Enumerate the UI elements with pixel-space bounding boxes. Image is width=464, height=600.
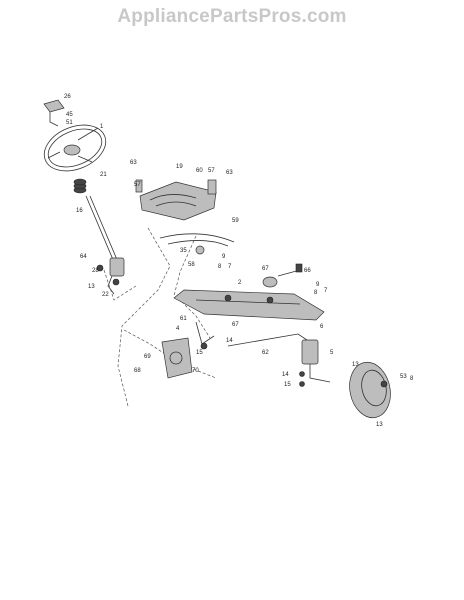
callout: 67 (262, 266, 269, 272)
callouts: 26 45 51 1 21 16 64 28 13 22 63 57 19 60… (64, 94, 414, 428)
callout: 2 (238, 280, 242, 286)
sector-gear (159, 233, 235, 255)
watermark: AppliancePartsPros.com (117, 6, 347, 27)
steering-plate (161, 337, 193, 379)
callout: 68 (134, 368, 141, 374)
callout: 19 (176, 164, 183, 170)
spindle (299, 339, 331, 387)
callout: 7 (324, 288, 328, 294)
callout: 21 (100, 172, 107, 178)
front-wheel (349, 361, 391, 419)
callout: 63 (226, 170, 233, 176)
steering-bracket (135, 179, 217, 221)
callout: 53 (400, 374, 407, 380)
callout: 45 (66, 112, 73, 118)
callout: 66 (304, 268, 311, 274)
callout: 61 (180, 316, 187, 322)
callout: 57 (208, 168, 215, 174)
callout: 15 (284, 382, 291, 388)
steering-wheel (43, 124, 107, 172)
callout: 69 (144, 354, 151, 360)
callout: 15 (196, 350, 203, 356)
callout: 59 (232, 218, 239, 224)
callout: 64 (80, 254, 87, 260)
callout: 14 (282, 372, 289, 378)
callout: 63 (130, 160, 137, 166)
callout: 28 (92, 268, 99, 274)
callout: 70 (192, 368, 199, 374)
callout: 60 (196, 168, 203, 174)
front-axle (173, 289, 325, 321)
callout: 13 (352, 362, 359, 368)
callout: 16 (76, 208, 83, 214)
callout: 13 (88, 284, 95, 290)
steering-shaft (85, 195, 119, 263)
axle-pivot-bolt (262, 263, 303, 288)
callout: 62 (262, 350, 269, 356)
callout: 1 (100, 124, 104, 130)
callout: 51 (66, 120, 73, 126)
callout: 8 (218, 264, 222, 270)
callout: 22 (102, 292, 109, 298)
callout: 14 (226, 338, 233, 344)
steering-gear (96, 257, 125, 295)
callout: 26 (64, 94, 71, 100)
pivot-arm (195, 321, 215, 350)
callout: 13 (376, 422, 383, 428)
callout: 57 (134, 182, 141, 188)
callout: 4 (176, 326, 180, 332)
callout: 9 (222, 254, 226, 260)
callout: 35 (180, 248, 187, 254)
callout: 67 (232, 322, 239, 328)
steering-bellows (73, 178, 87, 194)
callout: 8 (314, 290, 318, 296)
callout: 58 (188, 262, 195, 268)
callout: 6 (320, 324, 324, 330)
callout: 8 (410, 376, 414, 382)
callout: 7 (228, 264, 232, 270)
callout: 9 (316, 282, 320, 288)
callout: 5 (330, 350, 334, 356)
steering-cap (43, 99, 65, 127)
